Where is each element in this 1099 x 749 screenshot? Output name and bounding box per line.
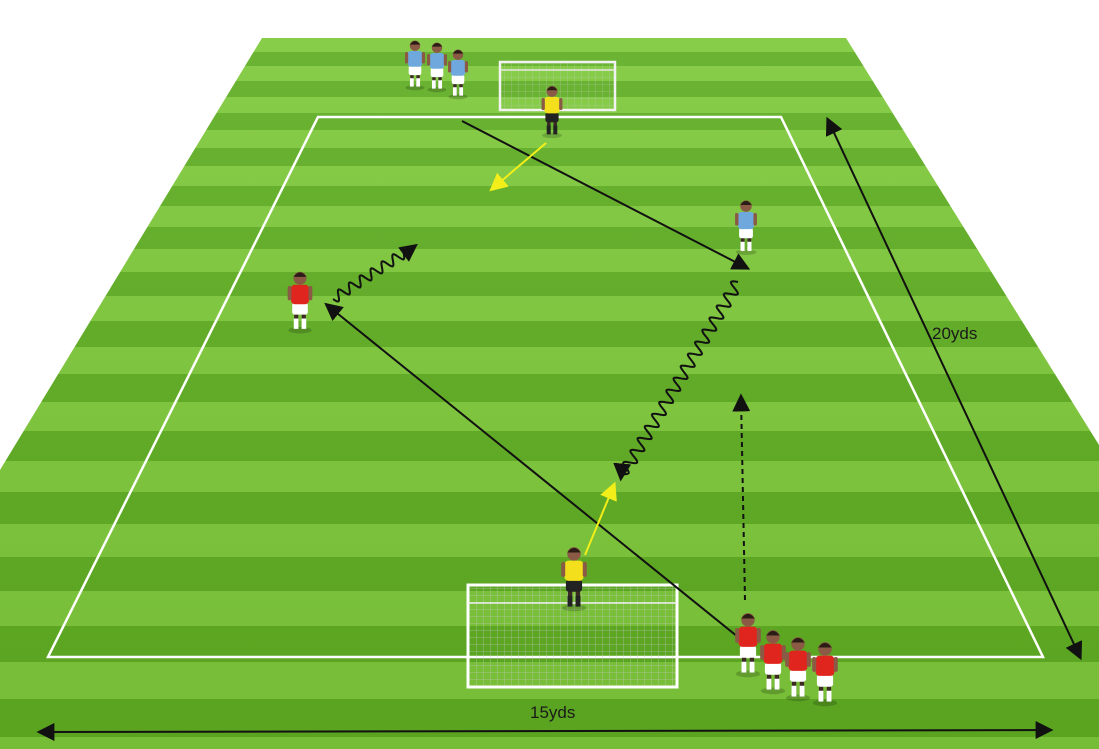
goalkeeper-pass-top: [489, 142, 547, 192]
blue-player: [405, 40, 425, 91]
width-dimension-arrow: [36, 721, 1054, 741]
dashed-run-arrow: [732, 393, 751, 601]
blue-player: [427, 42, 447, 93]
goalkeeper-bottom: [561, 547, 587, 612]
red-player: [785, 637, 811, 702]
dribble-arrow-red: [332, 243, 418, 303]
red-player: [760, 630, 786, 695]
goalkeeper-top: [541, 85, 563, 139]
red-player: [812, 642, 838, 707]
pass-arrow-blue-to-wide: [461, 120, 751, 270]
bottom-goal: [466, 583, 679, 689]
blue-player: [448, 49, 468, 100]
width-label: 15yds: [530, 703, 575, 722]
length-dimension-arrow: [825, 116, 1083, 661]
goalkeeper-pass-bottom: [584, 481, 617, 556]
pass-arrow-red-to-wide: [324, 302, 739, 638]
length-label: 20yds: [932, 324, 977, 343]
dribble-arrow-blue: [613, 280, 739, 482]
blue-player: [735, 200, 757, 255]
red-player: [287, 271, 313, 334]
players-layer: [287, 40, 838, 707]
red-player: [735, 613, 761, 678]
